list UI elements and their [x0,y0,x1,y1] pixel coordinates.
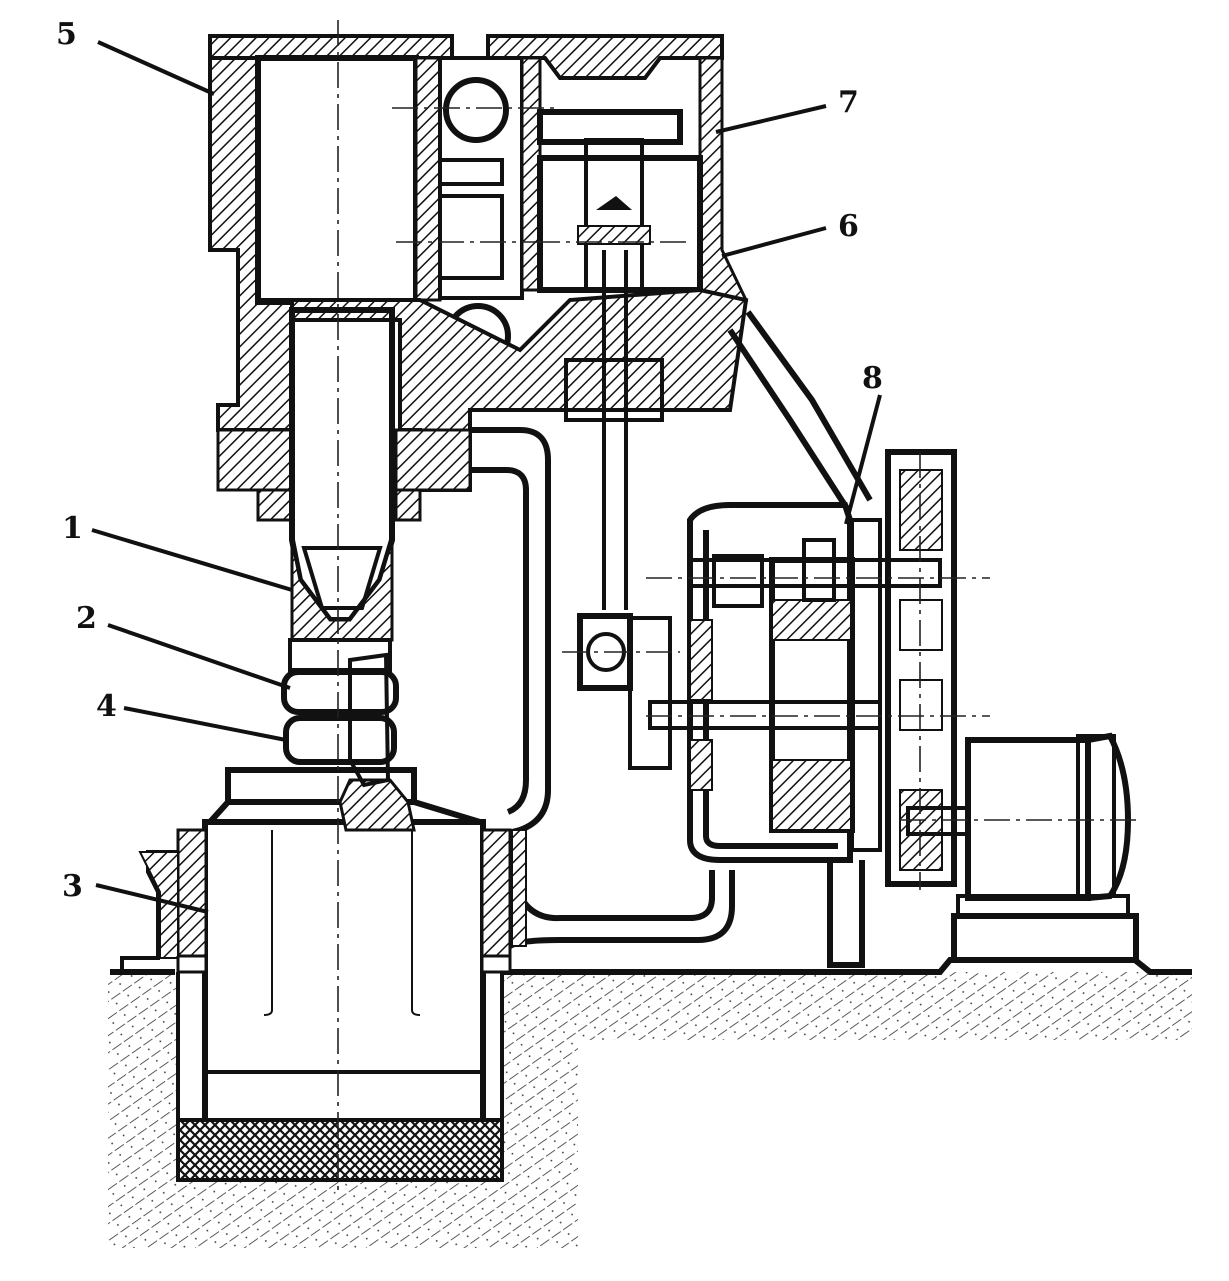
anvil-block [120,767,512,1182]
gear-box [577,449,957,968]
workpiece [283,715,397,765]
upper-valve [443,77,509,143]
label-3: 3 [62,869,83,904]
leader-4 [123,706,287,742]
hammer-frame [208,34,749,610]
electric-motor [906,732,1139,963]
leader-2 [107,623,291,690]
soil-left [108,972,578,1248]
label-2: 2 [76,601,97,636]
leader-6 [721,226,827,258]
foundation [108,957,1192,1248]
center-lines [337,20,1140,1196]
callout-labels: 5 7 6 8 1 2 4 3 [56,17,883,904]
soil-right [502,972,1192,1040]
label-6: 6 [838,209,859,244]
label-5: 5 [56,17,77,52]
compressor-piston [537,109,683,145]
leader-5 [97,40,215,96]
leader-7 [715,104,827,134]
label-4: 4 [96,689,117,724]
lower-die [338,778,416,832]
leader-1 [91,528,293,592]
column-duct [470,310,873,949]
label-8: 8 [862,361,883,396]
leader-lines [91,40,882,914]
leader-3 [95,883,209,914]
leader-8 [844,394,882,525]
flywheel [885,449,957,887]
label-1: 1 [62,511,83,546]
label-7: 7 [838,85,859,120]
ram [281,307,399,788]
